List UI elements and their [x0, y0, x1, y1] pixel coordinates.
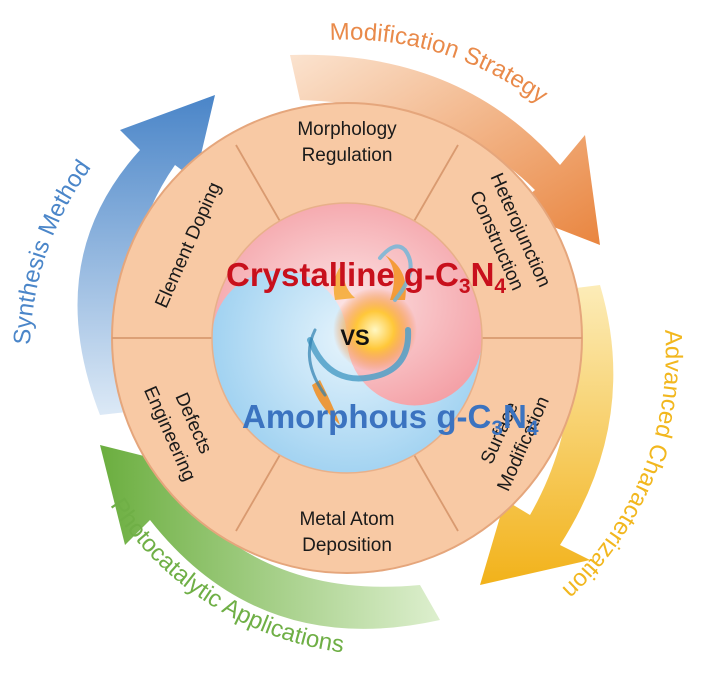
- amorphous-sub2: 4: [527, 417, 539, 440]
- crystalline-mid: N: [471, 256, 495, 293]
- segment-metal-atom: Metal Atom Deposition: [299, 509, 394, 556]
- amorphous-mid: N: [503, 398, 527, 435]
- amorphous-sub1: 3: [491, 417, 503, 440]
- crystalline-prefix: Crystalline g-C: [226, 256, 459, 293]
- crystalline-label: Crystalline g-C3N4: [226, 256, 506, 298]
- applications-arrow: [100, 445, 440, 629]
- amorphous-prefix: Amorphous g-C: [242, 398, 491, 435]
- vs-label: VS: [340, 325, 369, 350]
- water-swirl-icon: [307, 327, 412, 382]
- crystalline-sub1: 3: [459, 275, 471, 298]
- crystalline-sub2: 4: [494, 275, 506, 298]
- segment-morphology-line1: Morphology: [297, 119, 397, 140]
- segment-metal-atom-line1: Metal Atom: [299, 509, 394, 530]
- segment-morphology: Morphology Regulation: [297, 119, 397, 166]
- segment-morphology-line2: Regulation: [302, 145, 393, 166]
- modification-arrow: [290, 54, 600, 245]
- fire-icon: [333, 288, 417, 372]
- fire-water-emblem: VS: [307, 244, 417, 425]
- segment-metal-atom-line2: Deposition: [302, 535, 392, 556]
- amorphous-label: Amorphous g-C3N4: [242, 398, 539, 440]
- ring-dividers: [112, 144, 582, 532]
